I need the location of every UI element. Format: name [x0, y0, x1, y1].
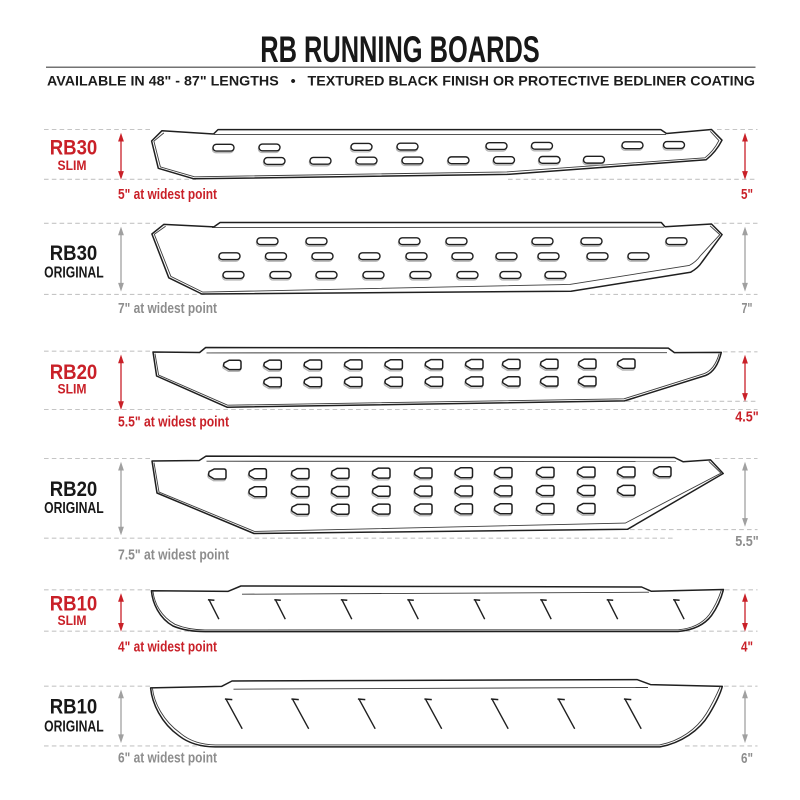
svg-text:7" at widest point: 7" at widest point: [118, 301, 217, 317]
svg-text:AVAILABLE IN 48" - 87" LENGTHS: AVAILABLE IN 48" - 87" LENGTHS • TEXTURE…: [47, 73, 755, 89]
svg-text:SLIM: SLIM: [58, 612, 87, 628]
svg-text:5" at widest point: 5" at widest point: [118, 187, 217, 203]
svg-text:RB10: RB10: [50, 694, 98, 719]
svg-text:RB RUNNING BOARDS: RB RUNNING BOARDS: [260, 29, 540, 70]
svg-text:6": 6": [741, 750, 753, 767]
svg-text:7": 7": [742, 300, 753, 317]
svg-text:RB20: RB20: [50, 359, 98, 384]
svg-text:RB20: RB20: [50, 476, 98, 501]
svg-text:4.5": 4.5": [735, 409, 759, 426]
svg-text:RB30: RB30: [50, 135, 98, 160]
svg-text:4": 4": [741, 639, 753, 656]
svg-text:RB30: RB30: [50, 240, 98, 265]
svg-text:SLIM: SLIM: [58, 381, 87, 397]
svg-text:ORIGINAL: ORIGINAL: [44, 265, 104, 282]
svg-text:SLIM: SLIM: [58, 157, 87, 173]
svg-text:5": 5": [741, 186, 753, 203]
svg-text:5.5": 5.5": [735, 533, 759, 550]
svg-text:ORIGINAL: ORIGINAL: [44, 718, 104, 735]
svg-text:6" at widest point: 6" at widest point: [118, 751, 217, 767]
svg-text:7.5" at widest point: 7.5" at widest point: [118, 548, 229, 564]
svg-text:4" at widest point: 4" at widest point: [118, 640, 217, 656]
svg-text:5.5" at widest point: 5.5" at widest point: [118, 415, 229, 431]
svg-text:ORIGINAL: ORIGINAL: [44, 500, 104, 517]
svg-text:RB10: RB10: [50, 590, 98, 615]
